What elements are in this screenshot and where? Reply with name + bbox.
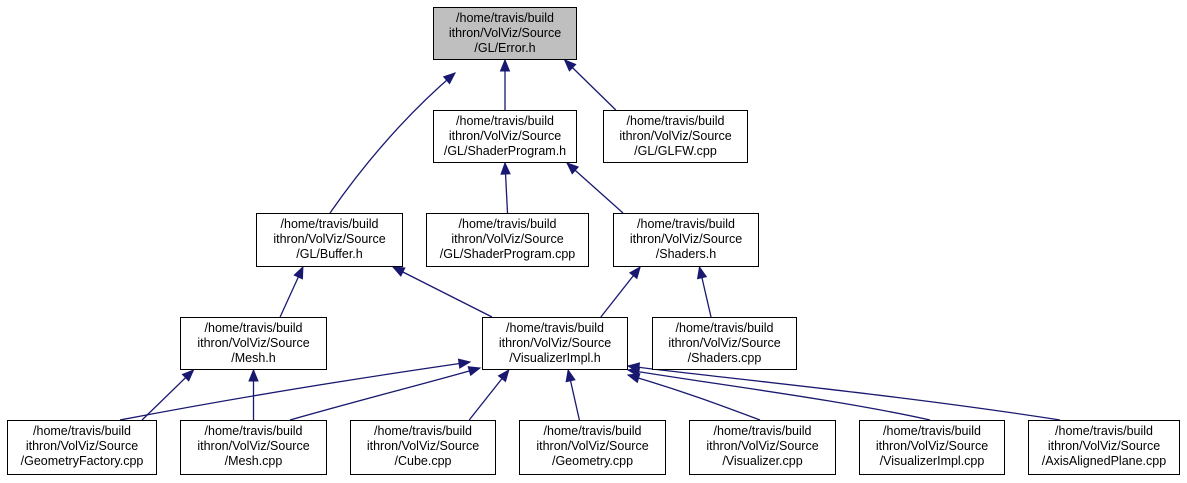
node-shaders-h[interactable]: /home/travis/build ithron/VolViz/Source … [613,213,759,267]
node-line: /Cube.cpp [394,454,452,468]
node-line: /GeometryFactory.cpp [20,454,144,468]
node-line: /home/travis/build [458,217,557,231]
node-line: ithron/VolViz/Source [25,439,139,453]
edge-shaderprogram_cpp-to-shaderprogram_h [504,162,509,214]
node-glfw-cpp[interactable]: /home/travis/build ithron/VolViz/Source … [603,110,748,163]
node-geometry-cpp[interactable]: /home/travis/build ithron/VolViz/Source … [519,420,666,475]
node-visualizer-cpp[interactable]: /home/travis/build ithron/VolViz/Source … [689,420,836,475]
edge-visualizerimpl_cpp-to-visualizerimpl_h [627,369,931,421]
node-line: /home/travis/build [456,11,554,25]
node-line: /Geometry.cpp [551,454,634,468]
edge-geometryfactory_cpp-to-mesh_h [141,369,194,421]
node-mesh-cpp[interactable]: /home/travis/build ithron/VolViz/Source … [180,420,327,475]
node-line: ithron/VolViz/Source [366,439,480,453]
node-line: /VisualizerImpl.h [509,351,601,365]
node-line: /GL/ShaderProgram.cpp [439,247,576,261]
node-line: ithron/VolViz/Source [197,336,310,350]
node-line: /VisualizerImpl.cpp [879,454,985,468]
node-shaderprogram-cpp[interactable]: /home/travis/build ithron/VolViz/Source … [426,213,589,267]
edge-geometryfactory_cpp-to-visualizerimpl_h [119,361,471,421]
node-line: ithron/VolViz/Source [706,439,819,453]
node-line: ithron/VolViz/Source [619,129,732,143]
node-line: ithron/VolViz/Source [629,232,743,246]
edge-geometry_cpp-to-visualizerimpl_h [567,369,581,421]
node-line: /home/travis/build [204,424,303,438]
node-line: /home/travis/build [675,321,774,335]
node-line: ithron/VolViz/Source [536,439,649,453]
node-line: /home/travis/build [637,217,735,231]
edge-shaders_cpp-to-shaders_h [698,266,712,318]
node-line: /Mesh.cpp [224,454,283,468]
node-shaders-cpp[interactable]: /home/travis/build ithron/VolViz/Source … [652,317,797,370]
node-cube-cpp[interactable]: /home/travis/build ithron/VolViz/Source … [350,420,496,475]
node-line: /home/travis/build [456,114,554,128]
node-mesh-h[interactable]: /home/travis/build ithron/VolViz/Source … [180,317,327,370]
node-line: /GL/ShaderProgram.h [443,144,567,158]
node-visualizerimpl-h[interactable]: /home/travis/build ithron/VolViz/Source … [482,317,628,370]
node-line: /home/travis/build [543,424,642,438]
node-line: /AxisAlignedPlane.cpp [1041,454,1167,468]
node-line: /home/travis/build [506,321,604,335]
node-shaderprogram-h[interactable]: /home/travis/build ithron/VolViz/Source … [433,110,577,163]
node-line: /Shaders.h [655,247,717,261]
node-line: /home/travis/build [713,424,812,438]
node-line: ithron/VolViz/Source [273,232,386,246]
node-line: ithron/VolViz/Source [448,26,562,40]
node-line: /Visualizer.cpp [722,454,803,468]
edge-cube_cpp-to-visualizerimpl_h [468,369,510,421]
node-geometryfactory-cpp[interactable]: /home/travis/build ithron/VolViz/Source … [7,420,157,475]
node-line: /Shaders.cpp [687,351,762,365]
edge-buffer_h-to-error_h [329,72,456,214]
node-axisalignedplane-cpp[interactable]: /home/travis/build ithron/VolViz/Source … [1028,420,1180,475]
node-line: /GL/Buffer.h [296,247,363,261]
node-line: ithron/VolViz/Source [451,232,564,246]
node-line: /home/travis/build [1055,424,1153,438]
node-line: /GL/GLFW.cpp [634,144,717,158]
node-line: /home/travis/build [33,424,131,438]
edge-visualizerimpl_h-to-shaders_h [600,266,641,318]
node-visualizerimpl-cpp[interactable]: /home/travis/build ithron/VolViz/Source … [859,420,1005,475]
node-line: /home/travis/build [626,114,725,128]
node-line: /home/travis/build [280,217,379,231]
edge-visualizerimpl_h-to-buffer_h [392,266,493,318]
node-line: ithron/VolViz/Source [448,129,562,143]
edge-visualizer_cpp-to-visualizerimpl_h [627,374,761,421]
edge-axisalignedplane_cpp-to-visualizerimpl_h [627,365,1061,421]
edge-mesh_h-to-buffer_h [279,266,304,318]
edge-shaders_h-to-shaderprogram_h [566,162,624,214]
node-buffer-h[interactable]: /home/travis/build ithron/VolViz/Source … [256,213,403,267]
edge-glfw_cpp-to-error_h [564,59,617,111]
node-error-h[interactable]: /home/travis/build ithron/VolViz/Source … [433,7,577,60]
node-line: ithron/VolViz/Source [875,439,989,453]
node-line: ithron/VolViz/Source [498,336,612,350]
edge-mesh_cpp-to-visualizerimpl_h [289,367,481,421]
node-line: ithron/VolViz/Source [668,336,781,350]
node-line: ithron/VolViz/Source [197,439,310,453]
node-line: /home/travis/build [204,321,303,335]
node-line: /home/travis/build [883,424,981,438]
node-line: /home/travis/build [374,424,472,438]
node-line: /GL/Error.h [474,41,536,55]
node-line: ithron/VolViz/Source [1047,439,1161,453]
node-line: /Mesh.h [231,351,276,365]
